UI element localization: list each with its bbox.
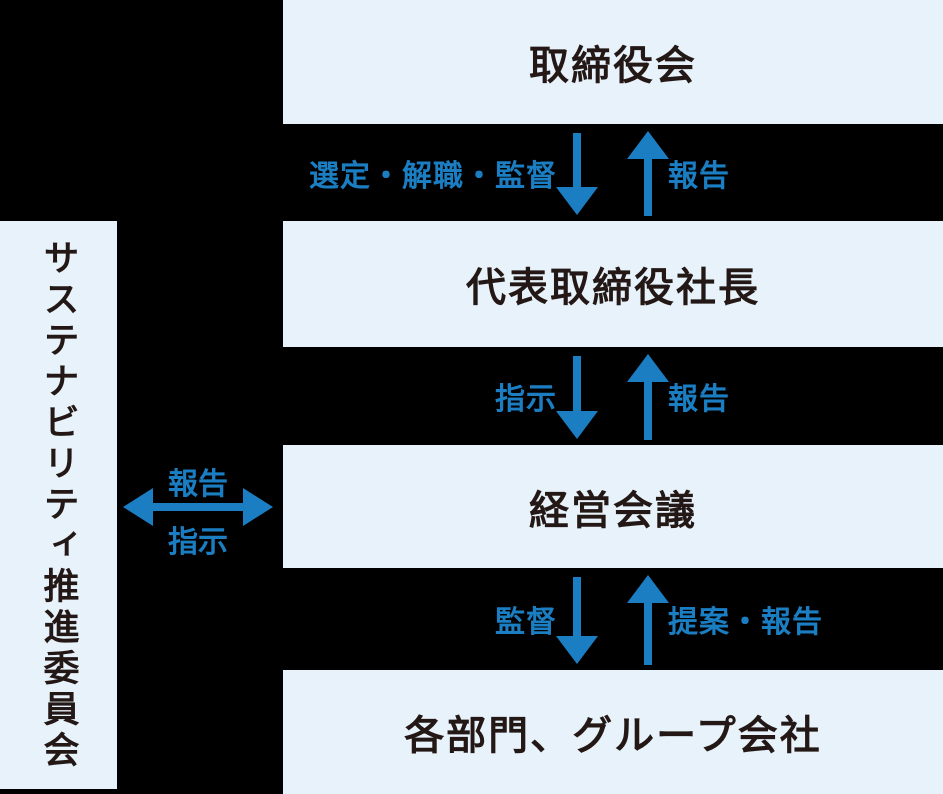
box-label: 代表取締役社長 (466, 266, 760, 310)
arrow-shaft (573, 356, 581, 413)
arrow-head-right (243, 488, 273, 526)
arrow-head (627, 575, 669, 603)
arrow-head (627, 131, 669, 159)
arrow-shaft (573, 577, 581, 638)
down-flow-label: 選定・解職・監督 (309, 159, 557, 193)
up-arrow-icon (627, 354, 669, 440)
box-representative-director-president: 代表取締役社長 (283, 221, 943, 347)
left-right-arrow-icon (123, 488, 273, 526)
up-flow-label: 提案・報告 (668, 606, 823, 639)
box-board-of-directors: 取締役会 (283, 0, 943, 124)
arrow-head (556, 187, 598, 215)
flow-management-departments: 監督 提案・報告 (283, 568, 943, 670)
arrow-head (627, 354, 669, 382)
down-arrow-icon (556, 356, 598, 439)
committee-label: サステナビリティ推進委員会 (38, 238, 80, 772)
box-label: 取締役会 (529, 44, 697, 88)
arrow-shaft (573, 133, 581, 189)
box-label: 各部門、グループ会社 (404, 714, 822, 758)
down-flow-label: 監督 (495, 606, 557, 639)
down-arrow-icon (556, 133, 598, 215)
flow-board-president: 選定・解職・監督 報告 (283, 124, 943, 221)
box-departments-group-companies: 各部門、グループ会社 (283, 670, 943, 794)
up-flow-label: 報告 (668, 383, 730, 416)
up-arrow-icon (627, 131, 669, 216)
arrow-shaft (147, 503, 249, 511)
arrow-shaft (644, 157, 652, 216)
arrow-shaft (644, 380, 652, 440)
up-flow-label: 報告 (668, 159, 730, 193)
flow-committee-management: 報告 指示 (117, 445, 283, 568)
up-arrow-icon (627, 575, 669, 665)
arrow-shaft (644, 601, 652, 665)
box-management-meeting: 経営会議 (283, 445, 943, 568)
side-flow-report-label: 報告 (168, 468, 228, 501)
side-flow-instruction-label: 指示 (168, 526, 228, 559)
down-arrow-icon (556, 577, 598, 664)
flow-president-management: 指示 報告 (283, 347, 943, 445)
arrow-head (556, 411, 598, 439)
box-label: 経営会議 (529, 488, 697, 533)
committee-box: サステナビリティ推進委員会 (0, 221, 117, 789)
arrow-head (556, 636, 598, 664)
down-flow-label: 指示 (495, 383, 557, 416)
